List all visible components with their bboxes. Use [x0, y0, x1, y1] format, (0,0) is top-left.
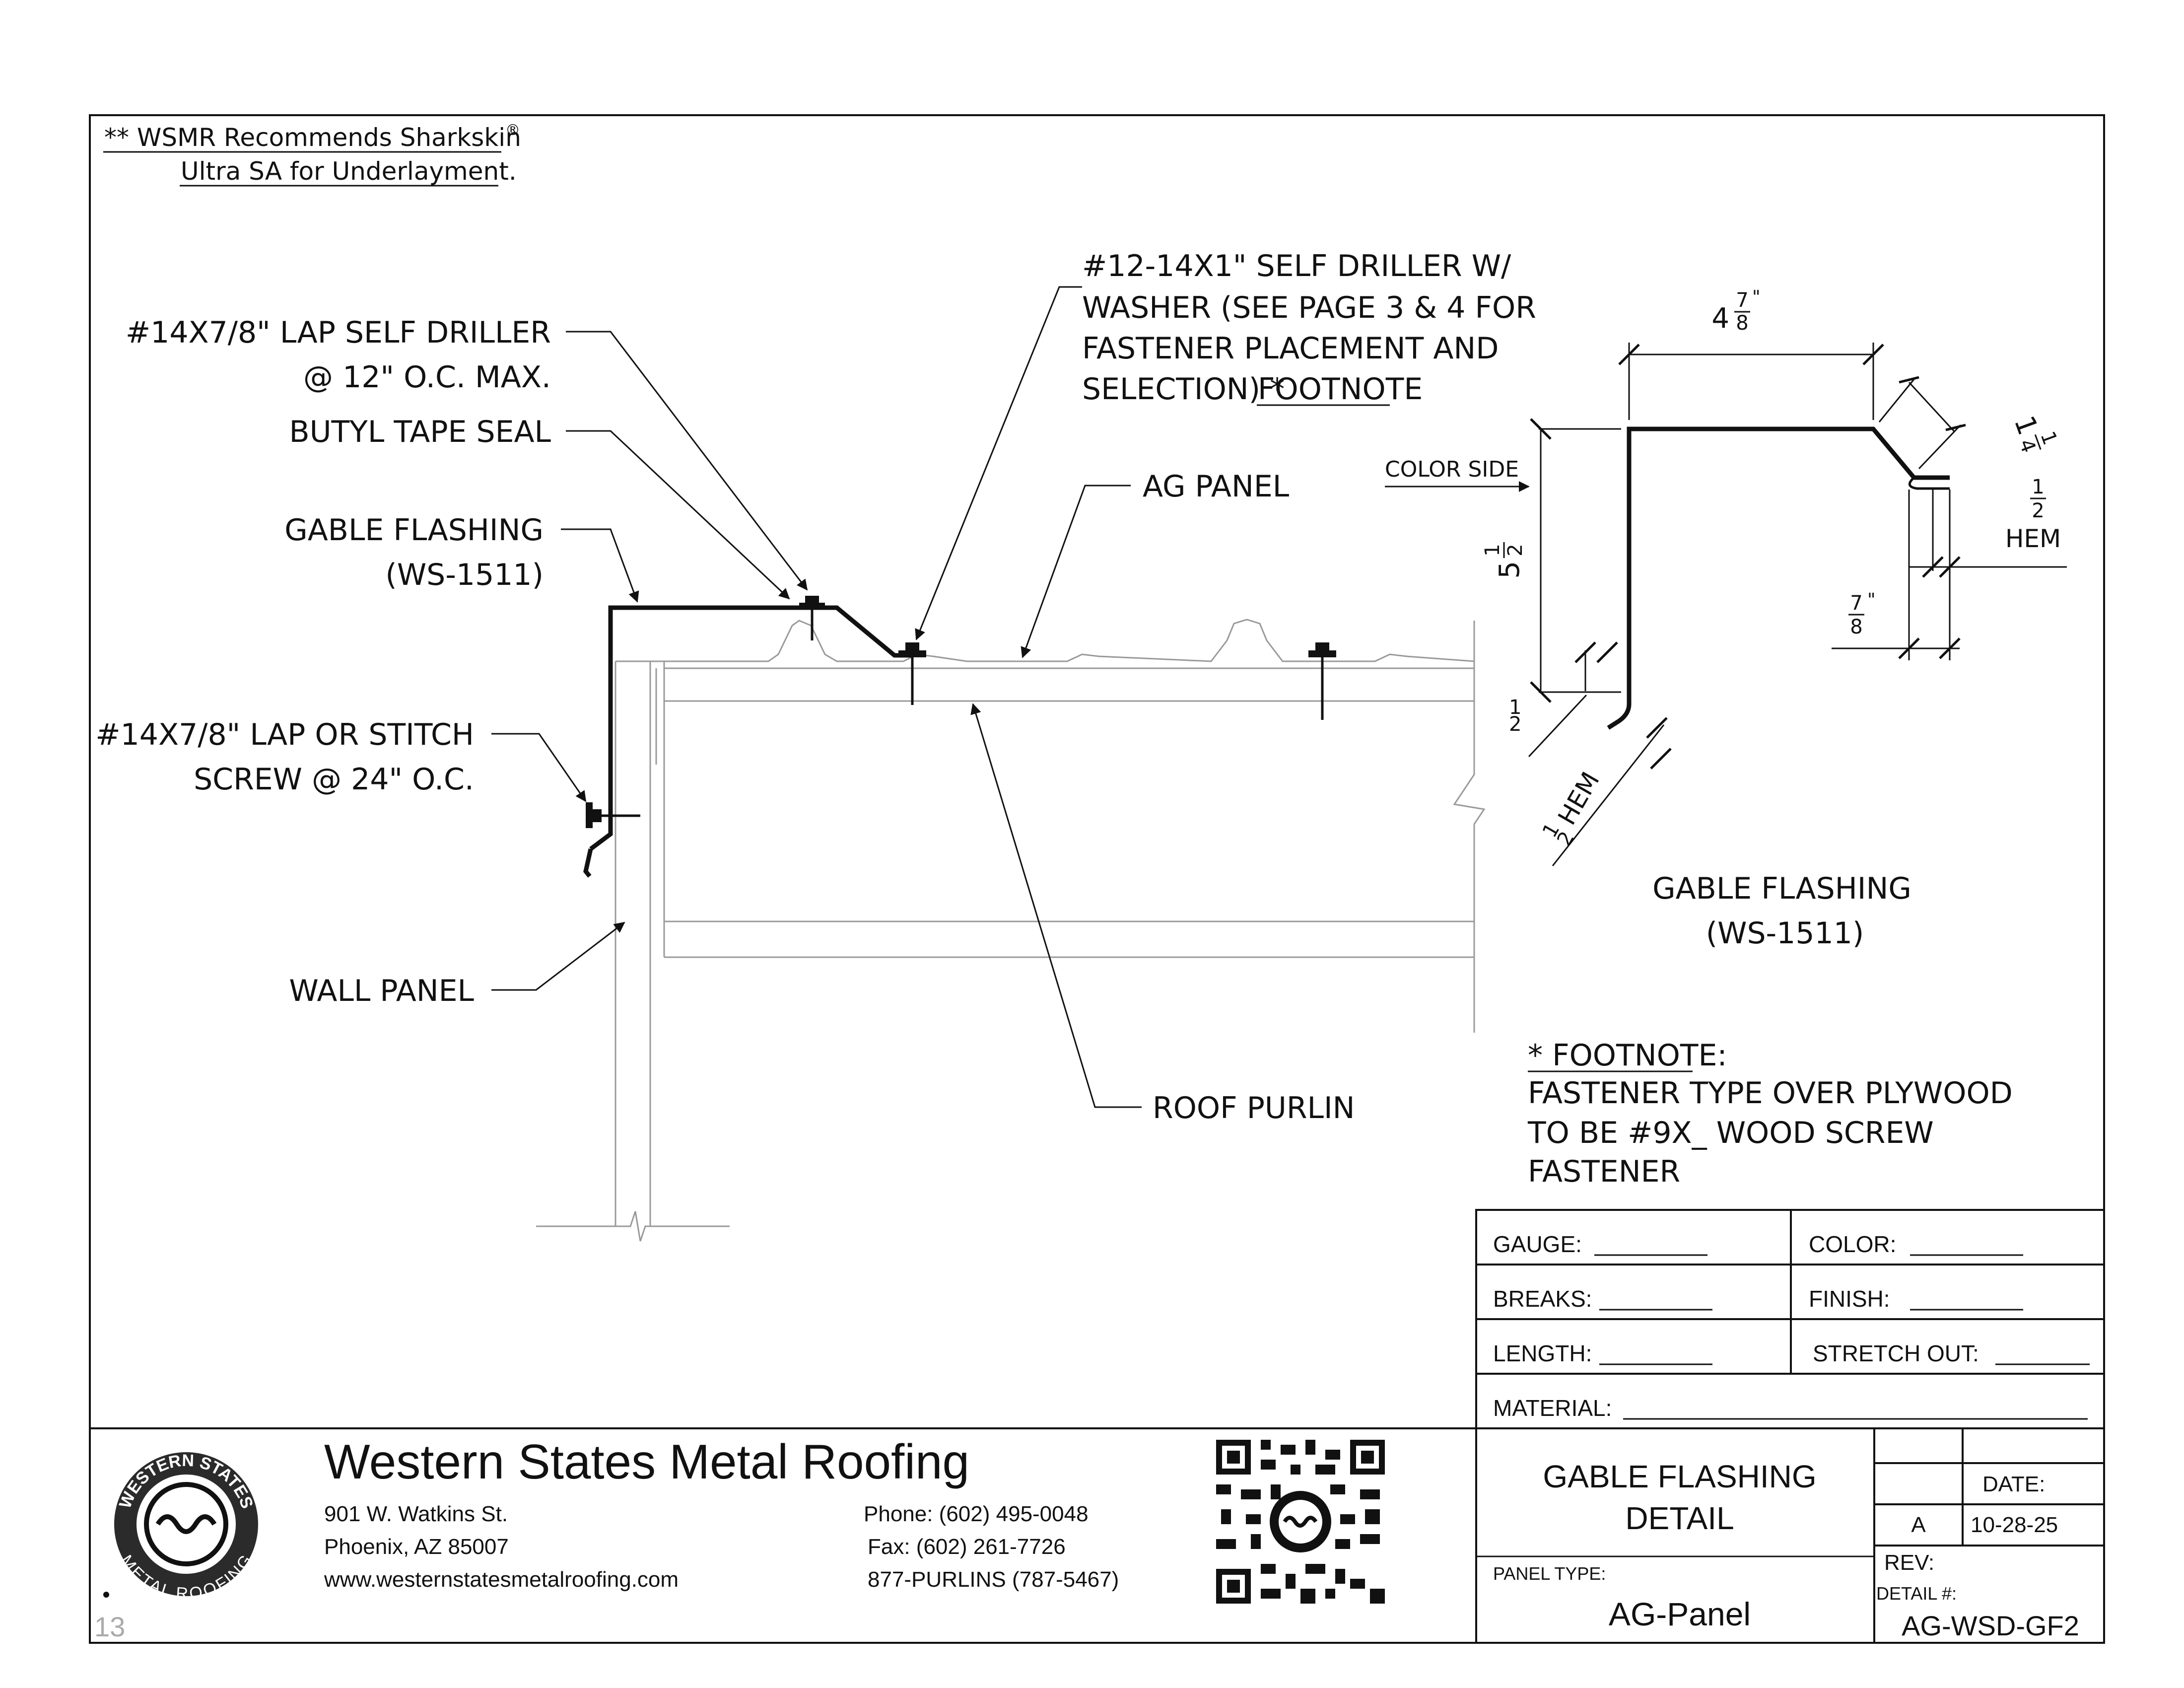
qr-code[interactable] — [1216, 1440, 1385, 1604]
section-detail — [536, 596, 1486, 1242]
stitch-line-2: SCREW @ 24" O.C. — [194, 762, 474, 797]
company-address-1: 901 W. Watkins St. — [324, 1502, 508, 1526]
roof-purlin-shape — [663, 621, 1486, 1033]
footnote-line-2: TO BE #9X_ WOOD SCREW — [1527, 1116, 1934, 1150]
company-logo: WESTERN STATES METAL ROOFING — [103, 1451, 258, 1603]
callout-stitch-screw: #14X7/8" LAP OR STITCH SCREW @ 24" O.C. — [95, 717, 587, 802]
callout-self-driller: #12-14X1" SELF DRILLER W/ WASHER (SEE PA… — [915, 249, 1536, 640]
callout-gable-flashing: GABLE FLASHING (WS-1511) — [284, 513, 639, 603]
company-website[interactable]: www.westernstatesmetalroofing.com — [324, 1567, 679, 1592]
footnote-line-3: FASTENER — [1528, 1154, 1680, 1189]
dim-78-den: 8 — [1850, 616, 1862, 638]
date-value: 10-28-25 — [1971, 1513, 2058, 1537]
lap-driller-line-2: @ 12" O.C. MAX. — [303, 360, 551, 395]
detail-number-label: DETAIL #: — [1876, 1583, 1957, 1604]
detail-title-line-2: DETAIL — [1625, 1500, 1734, 1536]
color-side-label: COLOR SIDE — [1385, 457, 1519, 482]
gable-callout-line-2: (WS-1511) — [385, 558, 544, 592]
callout-ag-panel: AG PANEL — [1021, 469, 1290, 658]
spec-table: GAUGE: COLOR: BREAKS: FINISH: LENGTH: ST… — [1475, 1209, 2105, 1429]
company-name: Western States Metal Roofing — [324, 1434, 969, 1489]
gauge-label: GAUGE: — [1493, 1231, 1582, 1257]
roof-purlin-label: ROOF PURLIN — [1153, 1091, 1355, 1125]
flashing-profile: COLOR SIDE 4 7 8 " 5 1 2 1 1 — [1385, 287, 2067, 951]
dim-hem-label: HEM — [2005, 524, 2061, 553]
stretch-out-label: STRETCH OUT: — [1813, 1340, 1979, 1366]
callout-butyl-tape: BUTYL TAPE SEAL — [289, 415, 790, 600]
dim-hem-den: 2 — [2032, 499, 2044, 522]
screw-roof-fastener — [1308, 642, 1336, 720]
gable-flashing-shape — [589, 605, 913, 851]
profile-title-line-2: (WS-1511) — [1706, 916, 1864, 951]
note-registered-mark: ® — [505, 122, 520, 139]
length-label: LENGTH: — [1493, 1340, 1592, 1366]
svg-text:4: 4 — [2014, 436, 2040, 456]
butyl-label: BUTYL TAPE SEAL — [289, 415, 551, 449]
detail-number-value: AG-WSD-GF2 — [1902, 1610, 2079, 1641]
wall-panel-label: WALL PANEL — [289, 974, 474, 1008]
material-label: MATERIAL: — [1493, 1395, 1612, 1421]
dim-hem-num: 1 — [2032, 476, 2044, 498]
title-block: GABLE FLASHING DETAIL PANEL TYPE: AG-Pan… — [1476, 1428, 2104, 1643]
panel-type-label: PANEL TYPE: — [1493, 1563, 1606, 1584]
screw-stitch — [586, 802, 640, 828]
svg-text:HEM: HEM — [1552, 767, 1605, 830]
footnote-title: * FOOTNOTE: — [1528, 1038, 1727, 1073]
ag-roof-panel-shape — [663, 619, 1475, 933]
svg-text:1: 1 — [1481, 544, 1504, 556]
footnote: * FOOTNOTE: FASTENER TYPE OVER PLYWOOD T… — [1527, 1038, 2013, 1189]
company-tollfree: 877-PURLINS (787-5467) — [868, 1567, 1119, 1592]
svg-text:2: 2 — [1504, 544, 1527, 556]
screw-self-driller — [898, 642, 926, 705]
finish-label: FINISH: — [1809, 1286, 1890, 1312]
svg-text:": " — [1752, 287, 1761, 307]
self-driller-footnote-ref: FOOTNOTE — [1258, 372, 1423, 407]
footnote-line-1: FASTENER TYPE OVER PLYWOOD — [1528, 1076, 2013, 1111]
dim-diag-label: 1 1 4 — [2008, 412, 2062, 456]
dim-top-den: 8 — [1736, 312, 1748, 335]
self-driller-line-3: FASTENER PLACEMENT AND — [1082, 331, 1499, 366]
ag-panel-label: AG PANEL — [1143, 469, 1290, 504]
color-label: COLOR: — [1809, 1231, 1896, 1257]
dim-left-half-num: 1 — [1509, 696, 1521, 719]
detail-title-line-1: GABLE FLASHING — [1543, 1459, 1816, 1494]
sheet-border — [89, 114, 2105, 1644]
dim-78-num: 7 — [1850, 592, 1862, 615]
screw-lap-driller — [799, 596, 825, 640]
profile-title-line-1: GABLE FLASHING — [1652, 871, 1911, 906]
dim-top-num: 7 — [1736, 289, 1748, 312]
gable-callout-line-1: GABLE FLASHING — [284, 513, 544, 548]
rev-value: A — [1911, 1513, 1926, 1537]
note-line-2: Ultra SA for Underlayment. — [181, 157, 517, 186]
date-label: DATE: — [1982, 1472, 2045, 1496]
self-driller-line-2: WASHER (SEE PAGE 3 & 4 FOR — [1082, 290, 1536, 325]
underlayment-note: ** WSMR Recommends Sharkskin ® Ultra SA … — [103, 122, 521, 187]
dim-left-half-den: 2 — [1509, 713, 1521, 736]
self-driller-line-1: #12-14X1" SELF DRILLER W/ — [1082, 249, 1511, 283]
page-number: 13 — [94, 1611, 125, 1642]
svg-text:5: 5 — [1494, 561, 1526, 579]
dim-top-whole: 4 — [1711, 302, 1729, 335]
svg-text:": " — [1867, 590, 1876, 610]
rev-label: REV: — [1884, 1550, 1934, 1575]
self-driller-line-4: SELECTION) * — [1082, 372, 1285, 407]
wall-panel-shape — [536, 660, 730, 1242]
dim-side-label: 5 1 2 — [1481, 542, 1527, 579]
stitch-line-1: #14X7/8" LAP OR STITCH — [95, 717, 474, 752]
panel-type-value: AG-Panel — [1609, 1596, 1751, 1632]
callout-roof-purlin: ROOF PURLIN — [970, 703, 1355, 1125]
company-address-2: Phoenix, AZ 85007 — [324, 1535, 509, 1559]
callout-wall-panel: WALL PANEL — [289, 921, 625, 1008]
lap-driller-line-1: #14X7/8" LAP SELF DRILLER — [126, 315, 551, 350]
note-line-1: ** WSMR Recommends Sharkskin — [104, 123, 521, 152]
company-fax: Fax: (602) 261-7726 — [868, 1535, 1066, 1559]
company-phone: Phone: (602) 495-0048 — [864, 1502, 1089, 1526]
callout-lap-self-driller: #14X7/8" LAP SELF DRILLER @ 12" O.C. MAX… — [126, 315, 808, 591]
svg-text:2: 2 — [1553, 828, 1579, 850]
breaks-label: BREAKS: — [1493, 1286, 1592, 1312]
